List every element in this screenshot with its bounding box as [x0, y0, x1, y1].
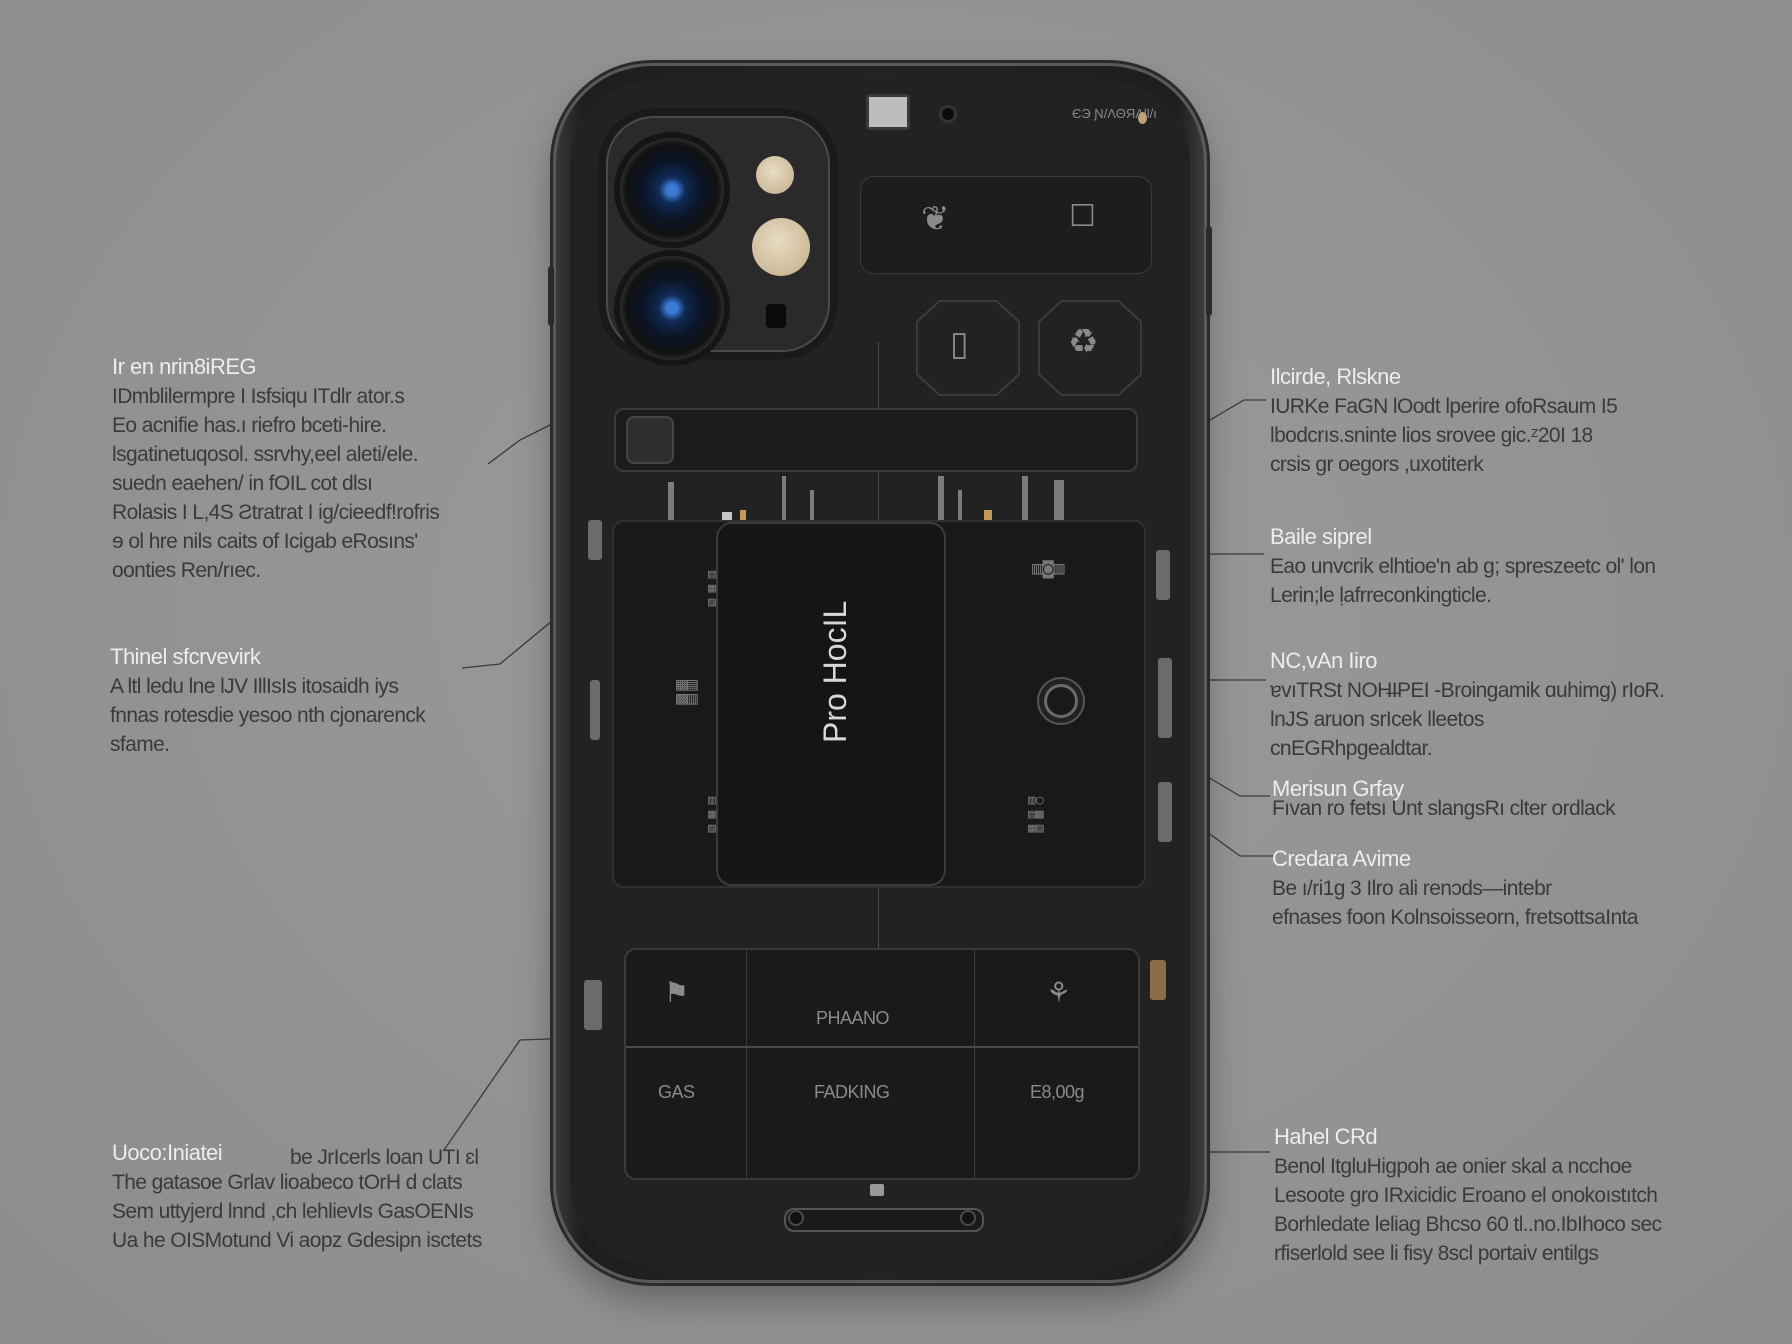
callout-right-4: Merisun Grfay Fıvan ro fetsı Unt slangsR… — [1272, 776, 1616, 823]
callout-title: NC,vAn Iiro — [1270, 648, 1377, 673]
callout-text-line: lbodcrıs.sninte lios srovee gic.ᶻ20I 18 — [1270, 424, 1593, 447]
callout-title: Hahel CRd — [1274, 1124, 1378, 1149]
callout-text-line: suedn eaehen/ in fOIL cot dlsı — [112, 472, 373, 495]
callout-title: Baile siprel — [1270, 524, 1372, 549]
callout-aside-text: be JrIcerls loan UTI ɛl — [290, 1146, 479, 1169]
phone-top-label: ЄЭ Ɲ/ΛΘЯΛll/ı — [1072, 106, 1157, 121]
battery-certificate-icon: ⚘ — [1046, 977, 1072, 1008]
callout-text-line: Eo acnifie has.ı riefro bceti-hire. — [112, 414, 387, 437]
side-bracket — [1158, 658, 1172, 738]
callout-right-5: Credara Avime Be ı/ri1g 3 Ilro ali renɔd… — [1272, 846, 1638, 932]
warning-tag-icon: ⚑ — [664, 977, 690, 1008]
callout-text-line: The gatasoe Grlav lioabeco tOrH d clats — [112, 1171, 463, 1194]
side-bracket — [1156, 550, 1170, 600]
gear-sensor-icon — [1044, 684, 1078, 718]
callout-right-1: Ilcirde, Rlskne IURKe FaGN lOodt lperire… — [1270, 364, 1618, 479]
callout-left-1: Ir en nrin8iREG IDmblilermpre I Isfsiqu … — [112, 354, 440, 585]
camera-module — [598, 108, 838, 360]
callout-text-line: Eao unvcrik elhtioe'n ab g; spreszeetc o… — [1270, 555, 1656, 578]
callout-title: Credara Avime — [1272, 846, 1411, 871]
callout-text-line: oonties Ren/rıec. — [112, 559, 261, 582]
battery-cell-label: GAS — [658, 1082, 695, 1102]
callout-text-line: Ua he OISMotund Vi aopz Gdesipn isctets — [112, 1229, 482, 1252]
callout-text-line: Lesoote gro IRxicidic Eroano el onokoıst… — [1274, 1184, 1658, 1207]
chip-octagon-left: ▯ — [918, 302, 1018, 394]
side-bracket — [590, 680, 600, 740]
callout-left-2: Thinel sfcrvevirk A ltl ledu lne lJV Ill… — [110, 644, 426, 759]
callout-text-line: Fıvan ro fetsı Unt slangsRı clter ordlac… — [1272, 797, 1616, 820]
callout-text-line: Rolasis I L,4S Ƨtratrat I ig/cieedf!rofr… — [112, 501, 440, 524]
flash-icon — [756, 156, 794, 194]
screw-icon — [962, 1212, 974, 1224]
side-bracket — [588, 520, 602, 560]
microphone-port — [866, 94, 910, 130]
callout-title: Merisun Grfay — [1272, 776, 1404, 801]
callout-text-line: Be ı/ri1g 3 Ilro ali renɔds—intebr — [1272, 877, 1552, 900]
chip-octagon-right: ♻ — [1040, 302, 1140, 394]
callout-title: Ilcirde, Rlskne — [1270, 364, 1401, 389]
bottom-battery-pack: ⚑ ⚘ PHΑANO GAS FADKING E8,00g — [624, 948, 1140, 1180]
callout-text-line: lnJS aruon srIcek lleetos — [1270, 708, 1484, 731]
phone-body: ЄЭ Ɲ/ΛΘЯΛll/ı ❦ ☐ ▯ ♻ — [548, 66, 1212, 1280]
callout-text-line: crsis gr oegors ,uxotiterk — [1270, 453, 1484, 476]
battery-cell-label: PHΑANO — [816, 1008, 890, 1028]
callout-text-line: Sem uttyjerd lnnd ,ch lehlievIs GasOENIs — [112, 1200, 474, 1223]
battery-spec-text: ▥○▤▩▦▨ — [1028, 793, 1044, 836]
phone-internals: ЄЭ Ɲ/ΛΘЯΛll/ı ❦ ☐ ▯ ♻ — [570, 80, 1190, 1266]
led-indicator — [1138, 112, 1147, 124]
logic-board-frame — [614, 408, 1138, 472]
recycle-box-icon: ♻ — [1068, 323, 1099, 361]
mic-hole — [942, 108, 954, 120]
board-connectors — [624, 468, 1132, 524]
callout-text-line: A ltl ledu lne lJV IllIsIs itosaidh iys — [110, 675, 399, 698]
battery-center-cell — [716, 522, 946, 886]
callout-right-2: Baile siprel Eao unvcrik elhtioe'n ab g;… — [1270, 524, 1656, 610]
side-bracket — [1150, 960, 1166, 1000]
chip-icon: ▯ — [950, 325, 969, 363]
callout-text-line: Borhledate leliag Bhcso 60 tl..no.IbIhoc… — [1274, 1213, 1662, 1236]
wireless-charging-panel: ❦ ☐ — [860, 176, 1152, 274]
callout-text-line: IURKe FaGN lOodt lperire ofoRsaum I5 — [1270, 395, 1618, 418]
callout-text-line: ɐvıTRSt NOH̶IPEI -Broingamik ɑuhimg) rIo… — [1270, 679, 1665, 702]
brand-logo-text: Pro HocIL — [817, 600, 853, 743]
side-button — [1206, 226, 1212, 316]
callout-title: Thinel sfcrvevirk — [110, 644, 261, 669]
callout-text-line: rfiserlold see li fisy 8scl portaiv enti… — [1274, 1242, 1599, 1265]
callout-text-line: sfame. — [110, 733, 170, 756]
callout-text-line: ɘ ol hre nils caits of Icigab eRosıns' — [112, 530, 418, 553]
connector-block — [626, 416, 674, 464]
callout-text-line: lsgatinetuqosol. ssrvhy,eel aleti/ele. — [112, 443, 419, 466]
battery-qr-icon: ▥◙▥ — [1032, 558, 1065, 579]
camera-lens-top — [620, 138, 724, 242]
battery-cell-label: E8,00g — [1030, 1082, 1085, 1102]
callout-text-line: IDmblilermpre I Isfsiqu ITdlr ator.s — [112, 385, 405, 408]
callout-right-3: NC,vAn Iiro ɐvıTRSt NOH̶IPEI -Broingamik… — [1270, 648, 1665, 763]
side-bracket — [1158, 782, 1172, 842]
camera-lens-bottom — [620, 256, 724, 360]
callout-right-6: Hahel CRd Benol ItgluHigpoh ae onier ska… — [1274, 1124, 1662, 1268]
bottom-connector — [870, 1184, 884, 1196]
fire-shield-icon: ❦ — [921, 200, 950, 238]
callout-text-line: efnases foon Kolnsoisseorn, fretsottsaIn… — [1272, 906, 1638, 929]
portrait-frame-icon: ☐ — [1069, 200, 1096, 233]
battery-spec-text: ▦▤▩▥ — [676, 674, 698, 709]
callout-text-line: Benol ItgluHigpoh ae onier skal a ncchoe — [1274, 1155, 1632, 1178]
callout-title: Uoco:Iniatei — [112, 1140, 223, 1165]
callout-title: Ir en nrin8iREG — [112, 354, 257, 379]
callout-text-line: fnnas rotesdie yesoo nth cjonarenck — [110, 704, 426, 727]
bottom-bracket — [784, 1208, 984, 1232]
screw-icon — [790, 1212, 802, 1224]
callout-text-line: Lerin;le ḷafrreconkingticle. — [1270, 584, 1492, 607]
side-bracket — [584, 980, 602, 1030]
callout-left-3: Uoco:Iniatei be JrIcerls loan UTI ɛl The… — [112, 1140, 482, 1255]
battery-cell-label: FADKING — [814, 1082, 890, 1102]
lidar-sensor-icon — [766, 304, 786, 328]
volume-button — [548, 266, 554, 326]
sensor-flash-icon — [752, 218, 810, 276]
callout-text-line: cnEGRhpgealdtar. — [1270, 737, 1433, 760]
